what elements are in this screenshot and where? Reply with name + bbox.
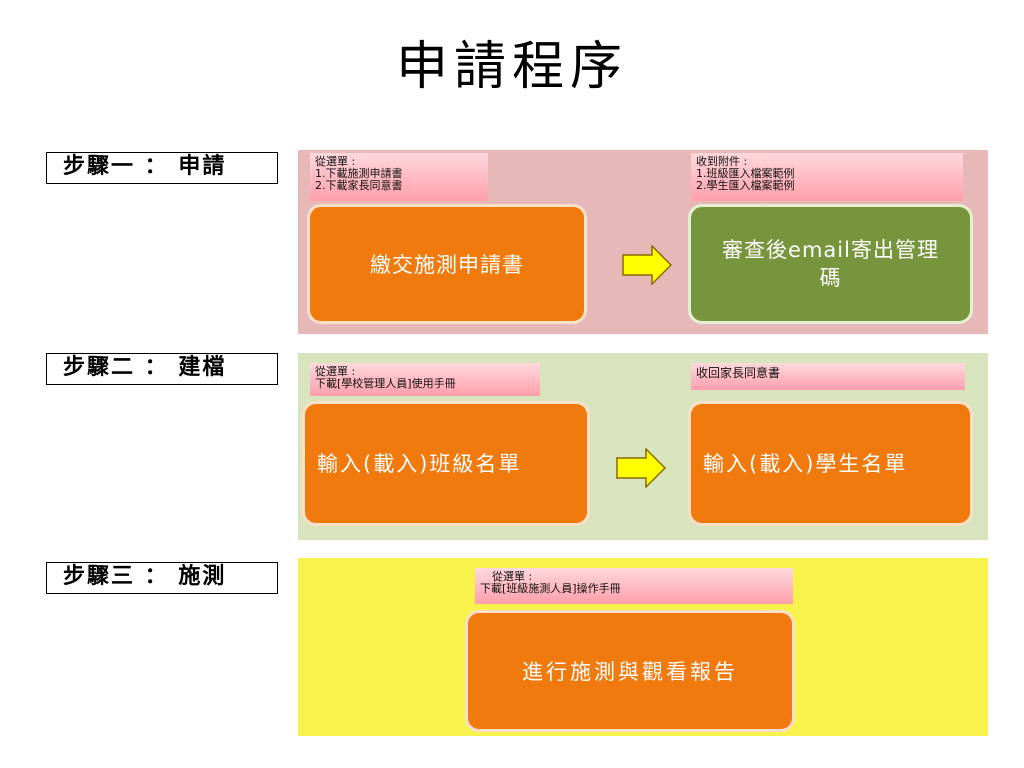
- step2-right-note: 收回家長同意書: [691, 363, 965, 390]
- step1-right-note-line: 收到附件 :: [696, 155, 748, 168]
- step2-student-list-box: 輸入(載入)學生名單: [688, 401, 973, 526]
- step1-right-note-line: 2.學生匯入檔案範例: [696, 179, 795, 192]
- step1-submit-box-text: 繳交施測申請書: [370, 253, 524, 277]
- step1-left-note-line: 1.下載施測申請書: [315, 167, 403, 180]
- page-title: 申請程序: [395, 37, 628, 97]
- step3-panel: 從選單 : 下載[班級施測人員]操作手冊 進行施測與觀看報告: [298, 558, 988, 736]
- step1-label: 步驟一 ： 申請: [46, 152, 278, 184]
- step1-left-note: 從選單 : 1.下載施測申請書 2.下載家長同意書: [310, 153, 488, 201]
- step1-submit-box: 繳交施測申請書: [307, 204, 587, 324]
- step1-review-box-text: 審查後email寄出管理碼: [722, 238, 939, 290]
- step1-right-note-line: 1.班級匯入檔案範例: [696, 167, 795, 180]
- step2-left-note-line: 從選單 :: [315, 365, 356, 378]
- step1-review-box: 審查後email寄出管理碼: [688, 204, 973, 324]
- step1-left-note-line: 2.下載家長同意書: [315, 179, 403, 192]
- step2-right-note-line: 收回家長同意書: [696, 366, 781, 380]
- step3-label: 步驟三 ： 施測: [46, 562, 278, 594]
- step2-left-note: 從選單 : 下載[學校管理人員]使用手冊: [310, 363, 540, 396]
- step2-student-list-box-text: 輸入(載入)學生名單: [703, 451, 908, 476]
- step2-class-list-box: 輸入(載入)班級名單: [302, 401, 590, 526]
- step3-test-box: 進行施測與觀看報告: [465, 610, 795, 732]
- step3-note-line: 從選單 :: [492, 570, 533, 583]
- step1-panel: 從選單 : 1.下載施測申請書 2.下載家長同意書 繳交施測申請書 收到附件 :…: [298, 150, 988, 334]
- right-arrow-icon: [616, 448, 666, 488]
- step2-left-note-line: 下載[學校管理人員]使用手冊: [315, 377, 456, 390]
- step2-panel: 從選單 : 下載[學校管理人員]使用手冊 輸入(載入)班級名單 收回家長同意書 …: [298, 353, 988, 540]
- step1-left-note-line: 從選單 :: [315, 155, 356, 168]
- right-arrow-icon: [622, 245, 672, 285]
- step3-test-box-text: 進行施測與觀看報告: [522, 660, 738, 684]
- step3-note: 從選單 : 下載[班級施測人員]操作手冊: [475, 568, 793, 604]
- step2-class-list-box-text: 輸入(載入)班級名單: [317, 451, 522, 476]
- step2-label: 步驟二 ： 建檔: [46, 353, 278, 385]
- step3-note-line: 下載[班級施測人員]操作手冊: [480, 582, 621, 595]
- step1-right-note: 收到附件 : 1.班級匯入檔案範例 2.學生匯入檔案範例: [691, 153, 963, 201]
